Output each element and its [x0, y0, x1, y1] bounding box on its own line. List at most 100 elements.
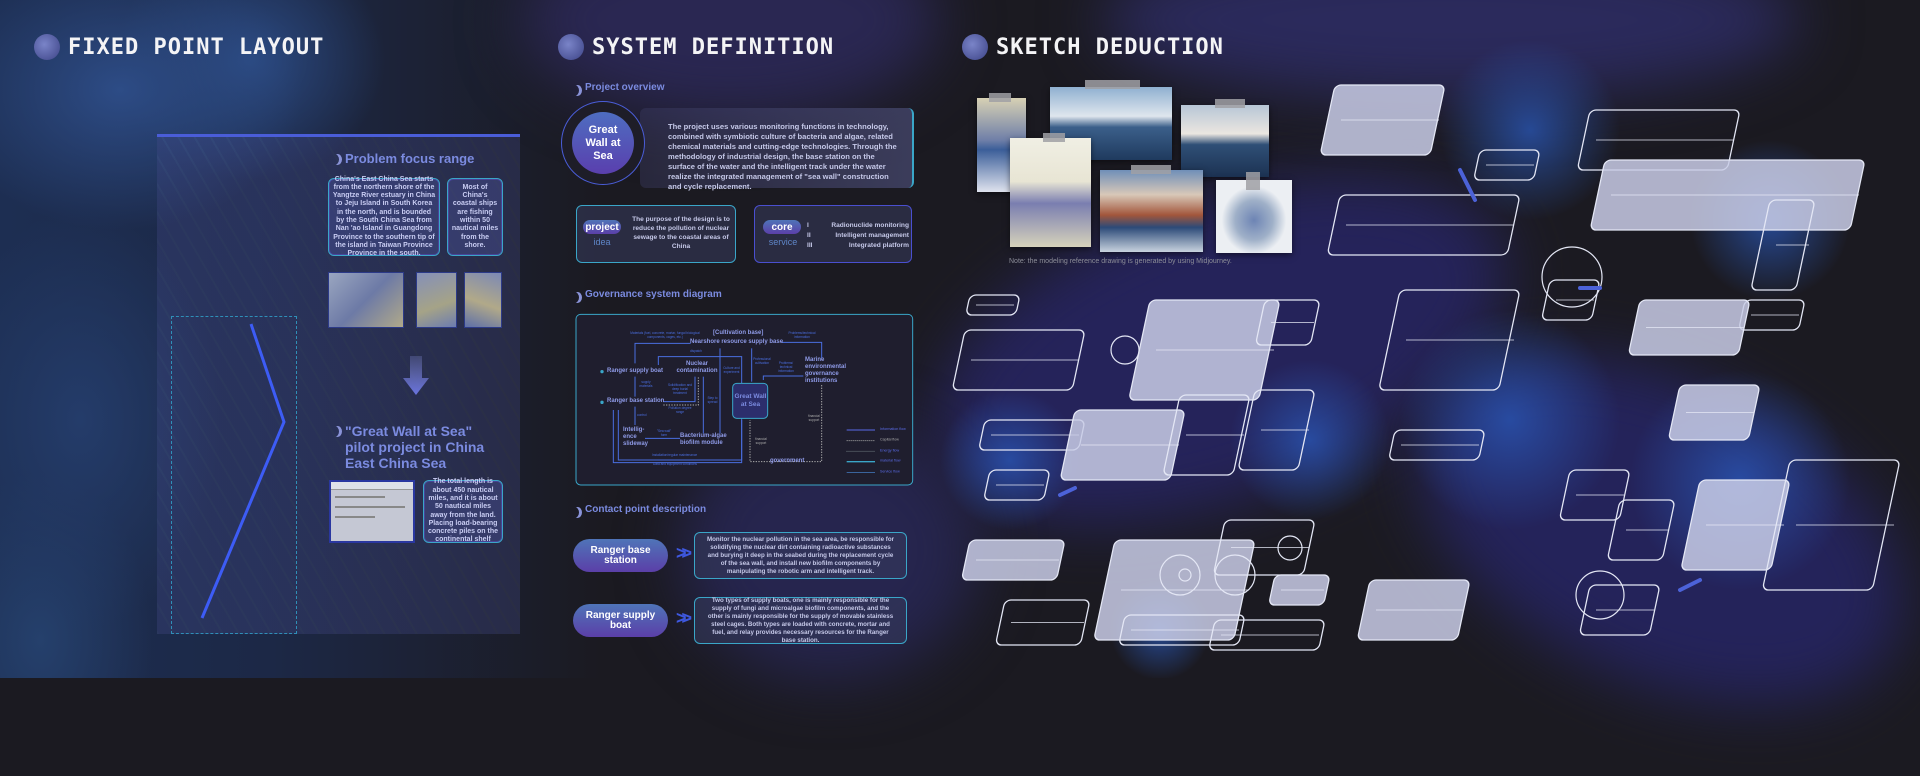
tape [1043, 133, 1065, 142]
glow [1400, 310, 1620, 530]
tape [1085, 80, 1140, 89]
marine-institutions-node: Marine environmental governance institut… [805, 357, 847, 384]
ranger-supply-boat-pill: Ranger supply boat [573, 604, 668, 637]
sketch-part [1474, 149, 1540, 181]
flow-annotation: Culture and experiment [723, 366, 740, 374]
fixed-point-title: FIXED POINT LAYOUT [34, 34, 324, 60]
circle-icon [558, 34, 584, 60]
glow [940, 390, 1080, 530]
sketch-wheel [1214, 554, 1256, 596]
sketch-part [1541, 279, 1600, 321]
contact-heading: Contact point description [570, 504, 706, 518]
flow-line [762, 375, 804, 380]
circle-icon [34, 34, 60, 60]
flow-annotation: Installation/regular maintenance [652, 453, 698, 457]
great-wall-route-line [200, 323, 286, 619]
flow-annotation: Problems/ technical information [778, 361, 794, 373]
map-thumbnail [416, 272, 457, 328]
flow-line [612, 410, 743, 464]
sketch-deduction-title: SKETCH DEDUCTION [962, 34, 1224, 60]
ranger-base-station-description: Monitor the nuclear pollution in the sea… [694, 532, 907, 579]
capital-flow-line [749, 385, 823, 463]
reference-photo [1100, 170, 1203, 252]
nearshore-base-node: Nearshore resource supply base [690, 339, 784, 345]
sketch-part [995, 599, 1090, 646]
flow-annotation: Professional cultivation [753, 357, 771, 365]
flow-annotation: Step to spread [707, 396, 718, 404]
flow-annotation: control [637, 413, 647, 417]
reference-photo [1010, 138, 1091, 247]
energy-flow-line [663, 376, 699, 406]
flow-annotation: Pollution degree range [668, 406, 692, 414]
idea-text: The purpose of the design is to reduce t… [632, 216, 730, 250]
fixed-point-panel [157, 134, 520, 634]
sketch-wheel [1277, 535, 1303, 561]
sketch-wheel [1541, 246, 1603, 308]
flow-line [781, 341, 823, 359]
legend-label: Capital flow [880, 438, 899, 442]
flow-annotation: dispatch [690, 349, 702, 353]
governance-diagram: Information flow Capital flow Energy flo… [575, 313, 914, 486]
idea-label: idea [593, 237, 611, 247]
pilot-text-box: The total length is about 450 nautical m… [423, 478, 503, 543]
sketch-wheel [1159, 554, 1201, 596]
problem-text-box: China's East China Sea starts from the n… [328, 176, 440, 257]
flow-annotation: financial support [808, 414, 820, 422]
great-wall-emblem: Great Wall at Sea [572, 112, 634, 174]
sketch-wheel [1110, 335, 1140, 365]
flow-annotation: financial support [755, 437, 767, 445]
legend-label: Service flow [880, 469, 900, 473]
sketch-drawings [940, 40, 1900, 678]
sketch-part [1213, 519, 1315, 576]
flow-annotation: "Sea wall" form [656, 429, 672, 437]
sketch-arrow [1678, 578, 1702, 592]
map-thumbnail [464, 272, 502, 328]
flow-annotation: Data and equipment conditions [653, 462, 697, 466]
flow-annotation: Solidification and deep burial treatment [667, 383, 693, 395]
government-node: government [770, 458, 805, 464]
core-badge: core [763, 220, 801, 234]
ranger-supply-boat-description: Two types of supply boats, one is mainly… [694, 597, 907, 644]
problem-heading: Problem focus range [330, 151, 474, 166]
project-idea-card: project idea The purpose of the design i… [576, 205, 736, 263]
flow-line [663, 376, 696, 403]
overview-text-card: The project uses various monitoring func… [640, 108, 914, 191]
midjourney-note: Note: the modeling reference drawing is … [1009, 258, 1232, 265]
legend-label: material flow [880, 459, 901, 463]
ranger-base-station-node: Ranger base station [607, 398, 665, 404]
sketch-part [1209, 619, 1325, 651]
sketch-part [1119, 614, 1245, 646]
focus-region-frame [171, 316, 297, 634]
great-wall-node [732, 382, 769, 419]
ranger-base-station-pill: Ranger base station [573, 539, 668, 572]
sketch-part [966, 294, 1020, 316]
east-china-sea-map [0, 0, 600, 678]
flow-annotation: Problems/technical information [788, 331, 816, 339]
diagram-heading: Governance system diagram [570, 289, 722, 303]
tape [1246, 172, 1260, 190]
sketch-part [1389, 429, 1485, 461]
tape [1215, 99, 1245, 108]
sketch-wheel [1575, 570, 1625, 620]
sketch-wheel [1178, 568, 1192, 582]
glow [1440, 40, 1620, 220]
tape [1131, 165, 1171, 174]
sketch-part [1579, 584, 1660, 636]
ranger-supply-boat-node: Ranger supply boat [607, 368, 664, 374]
sketch-arrow [1458, 168, 1477, 202]
sketch-part [1255, 299, 1320, 346]
pilot-heading: "Great Wall at Sea" pilot project in Chi… [330, 423, 505, 471]
tape [989, 93, 1011, 102]
sketch-arrow [1058, 486, 1077, 497]
overview-heading: Project overview [570, 82, 664, 96]
reference-photo [1181, 105, 1269, 177]
system-definition-title: SYSTEM DEFINITION [558, 34, 834, 60]
map-thumbnail [328, 272, 404, 328]
service-label: service [768, 237, 798, 247]
intelligence-slideway-node: Intellig- ence slideway [623, 427, 649, 447]
